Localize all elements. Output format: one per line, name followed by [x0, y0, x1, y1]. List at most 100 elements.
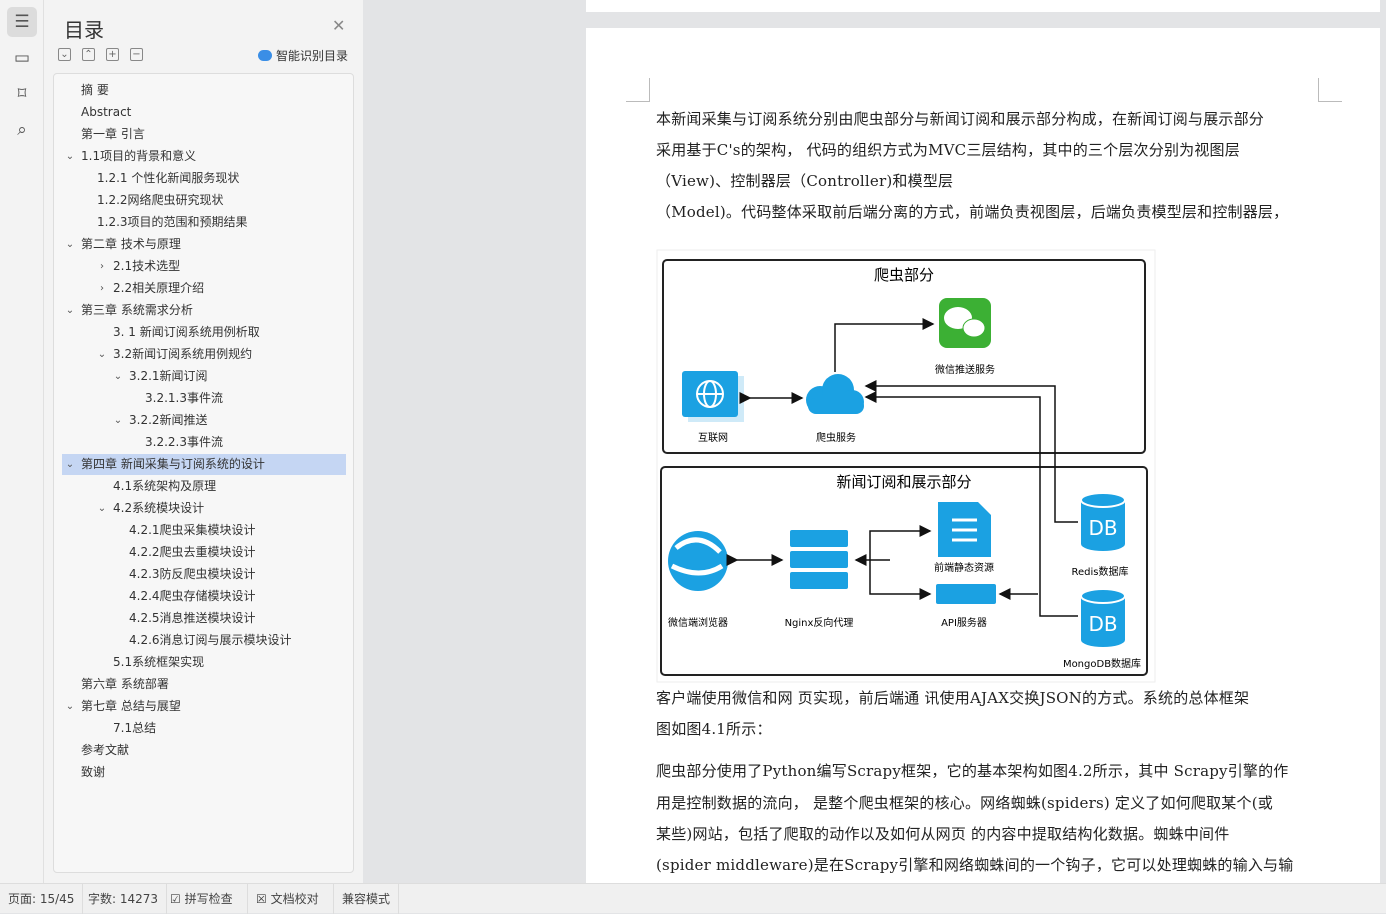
toc-item-label: 1.2.3项目的范围和预期结果	[97, 215, 248, 229]
toc-item[interactable]: 4.2.4爬虫存储模块设计	[62, 586, 346, 607]
proofread-label: 文档校对	[270, 892, 319, 906]
toc-item[interactable]: 4.2.5消息推送模块设计	[62, 608, 346, 629]
toc-item[interactable]: › 2.1技术选型	[62, 256, 346, 277]
news-title: 新闻订阅和展示部分	[836, 473, 971, 491]
mongo-db-icon	[1080, 588, 1126, 647]
collapse-up-icon[interactable]: ⌃	[82, 48, 95, 61]
spell-check-label: 拼写检查	[184, 892, 233, 906]
toc-item[interactable]: 摘 要	[62, 80, 346, 101]
toc-item[interactable]: 参考文献	[62, 740, 346, 761]
toc-item-label: 4.2.1爬虫采集模块设计	[129, 523, 256, 537]
word-count[interactable]: 字数: 14273	[80, 884, 168, 914]
toc-item-label: 2.1技术选型	[113, 259, 181, 273]
toc-item-label: 参考文献	[81, 743, 130, 757]
toc-item-label: 3.2.2新闻推送	[129, 413, 208, 427]
toc-item[interactable]: 5.1系统框架实现	[62, 652, 346, 673]
chevron-down-icon[interactable]: ⌄	[65, 459, 75, 470]
toc-item-label: 第七章 总结与展望	[81, 699, 181, 713]
smart-toc-button[interactable]: 智能识别目录	[258, 47, 348, 64]
toc-item[interactable]: 第一章 引言	[62, 124, 346, 145]
toc-item[interactable]: 第六章 系统部署	[62, 674, 346, 695]
db-label: DB	[1088, 516, 1117, 540]
toc-item[interactable]: ⌄1.1项目的背景和意义	[62, 146, 346, 167]
toc-item-label: 4.2.3防反爬虫模块设计	[129, 567, 256, 581]
toc-item-label: Abstract	[81, 105, 132, 119]
toc-item-label: 第一章 引言	[81, 127, 145, 141]
toc-item[interactable]: 4.2.2爬虫去重模块设计	[62, 542, 346, 563]
toc-item[interactable]: 致谢	[62, 762, 346, 783]
close-icon[interactable]: ✕	[332, 16, 346, 35]
toc-item[interactable]: ⌄3.2新闻订阅系统用例规约	[62, 344, 346, 365]
outline-icon[interactable]: ▭	[13, 48, 31, 68]
paragraph-line: 用是控制数据的流向， 是整个爬虫框架的核心。网络蜘蛛(spiders) 定义了如…	[656, 794, 1273, 812]
toc-item[interactable]: ⌄ 第二章 技术与原理	[62, 234, 346, 255]
toc-item[interactable]: 3.2.1.3事件流	[62, 388, 346, 409]
toc-item[interactable]: 4.2.6消息订阅与展示模块设计	[62, 630, 346, 651]
toc-item[interactable]: 1.2.1 个性化新闻服务现状	[62, 168, 346, 189]
toc-item[interactable]: ⌄ 第七章 总结与展望	[62, 696, 346, 717]
toc-item[interactable]: 7.1总结	[62, 718, 346, 739]
chevron-down-icon[interactable]: ⌄	[65, 151, 75, 162]
sidebar-strip: ☰ ▭ ⌑ ⌕	[0, 0, 44, 883]
minus-icon[interactable]: −	[130, 48, 143, 61]
toc-item-label: 摘 要	[81, 83, 109, 97]
wechat-push-label: 微信推送服务	[935, 363, 995, 376]
page-count[interactable]: 页面: 15/45	[0, 884, 84, 914]
toc-item[interactable]: 1.2.3项目的范围和预期结果	[62, 212, 346, 233]
toc-item-label: 4.1系统架构及原理	[113, 479, 217, 493]
crawler-section	[662, 259, 1146, 454]
api-label: API服务器	[941, 616, 987, 629]
chevron-down-icon[interactable]: ⌄	[113, 371, 123, 382]
toc-item[interactable]: 1.2.2网络爬虫研究现状	[62, 190, 346, 211]
chevron-right-icon[interactable]: ›	[100, 283, 104, 294]
toc-item-label: 第四章 新闻采集与订阅系统的设计	[81, 457, 265, 471]
search-icon[interactable]: ⌕	[17, 120, 27, 140]
canvas-background	[363, 0, 586, 883]
toc-item[interactable]: ⌄ 第四章 新闻采集与订阅系统的设计	[62, 454, 346, 475]
toc-item-label: 致谢	[81, 765, 106, 779]
toc-item-label: 1.2.2网络爬虫研究现状	[97, 193, 224, 207]
expand-down-icon[interactable]: ⌄	[58, 48, 71, 61]
chevron-right-icon[interactable]: ›	[100, 261, 104, 272]
toc-item-label: 第二章 技术与原理	[81, 237, 181, 251]
toc-item-label: 3.2.1新闻订阅	[129, 369, 208, 383]
toc-item-label: 1.2.1 个性化新闻服务现状	[97, 171, 240, 185]
chevron-down-icon[interactable]: ⌄	[97, 349, 107, 360]
redis-db-icon	[1080, 492, 1126, 551]
toc-item[interactable]: ⌄ 3.2.2新闻推送	[62, 410, 346, 431]
toc-item[interactable]: Abstract	[62, 102, 346, 123]
chevron-down-icon[interactable]: ⌄	[65, 239, 75, 250]
toc-item[interactable]: ⌄ 4.2系统模块设计	[62, 498, 346, 519]
toc-item[interactable]: 3. 1 新闻订阅系统用例析取	[62, 322, 346, 343]
toc-item[interactable]: 4.2.1爬虫采集模块设计	[62, 520, 346, 541]
toc-item[interactable]: ›2.2相关原理介绍	[62, 278, 346, 299]
bookmark-icon[interactable]: ⌑	[17, 84, 27, 104]
paragraph-line: 某些)网站，包括了爬取的动作以及如何从网页 的内容中提取结构化数据。蜘蛛中间件	[656, 825, 1230, 843]
crawler-service-label: 爬虫服务	[816, 431, 856, 444]
toc-item[interactable]: ⌄ 3.2.1新闻订阅	[62, 366, 346, 387]
toc-icon[interactable]: ☰	[7, 7, 37, 37]
plus-icon[interactable]: +	[106, 48, 119, 61]
toc-item-label: 第六章 系统部署	[81, 677, 169, 691]
chevron-down-icon[interactable]: ⌄	[65, 305, 75, 316]
toc-item-label: 4.2.6消息订阅与展示模块设计	[129, 633, 292, 647]
spell-check-button[interactable]: ☑ 拼写检查	[162, 884, 248, 914]
paragraph-line: (spider middleware)是在Scrapy引擎和网络蜘蛛间的一个钩子…	[656, 856, 1294, 874]
toc-item[interactable]: 4.2.3防反爬虫模块设计	[62, 564, 346, 585]
toc-item-label: 4.2系统模块设计	[113, 501, 205, 515]
chevron-down-icon[interactable]: ⌄	[97, 503, 107, 514]
toc-item-label: 7.1总结	[113, 721, 157, 735]
toc-item-label: 3. 1 新闻订阅系统用例析取	[113, 325, 260, 339]
toc-item-label: 4.2.2爬虫去重模块设计	[129, 545, 256, 559]
crawler-title: 爬虫部分	[874, 266, 934, 284]
toc-item[interactable]: 3.2.2.3事件流	[62, 432, 346, 453]
chevron-down-icon[interactable]: ⌄	[65, 701, 75, 712]
crawler-cloud-icon	[806, 374, 864, 414]
toc-item[interactable]: ⌄第三章 系统需求分析	[62, 300, 346, 321]
paragraph-line: （View)、控制器层（Controller)和模型层	[656, 172, 954, 190]
proofread-button[interactable]: ☒ 文档校对	[248, 884, 334, 914]
paragraph-line: （Model)。代码整体采取前后端分离的方式，前端负责视图层，后端负责模型层和控…	[656, 203, 1289, 221]
chevron-down-icon[interactable]: ⌄	[113, 415, 123, 426]
toc-item[interactable]: 4.1系统架构及原理	[62, 476, 346, 497]
